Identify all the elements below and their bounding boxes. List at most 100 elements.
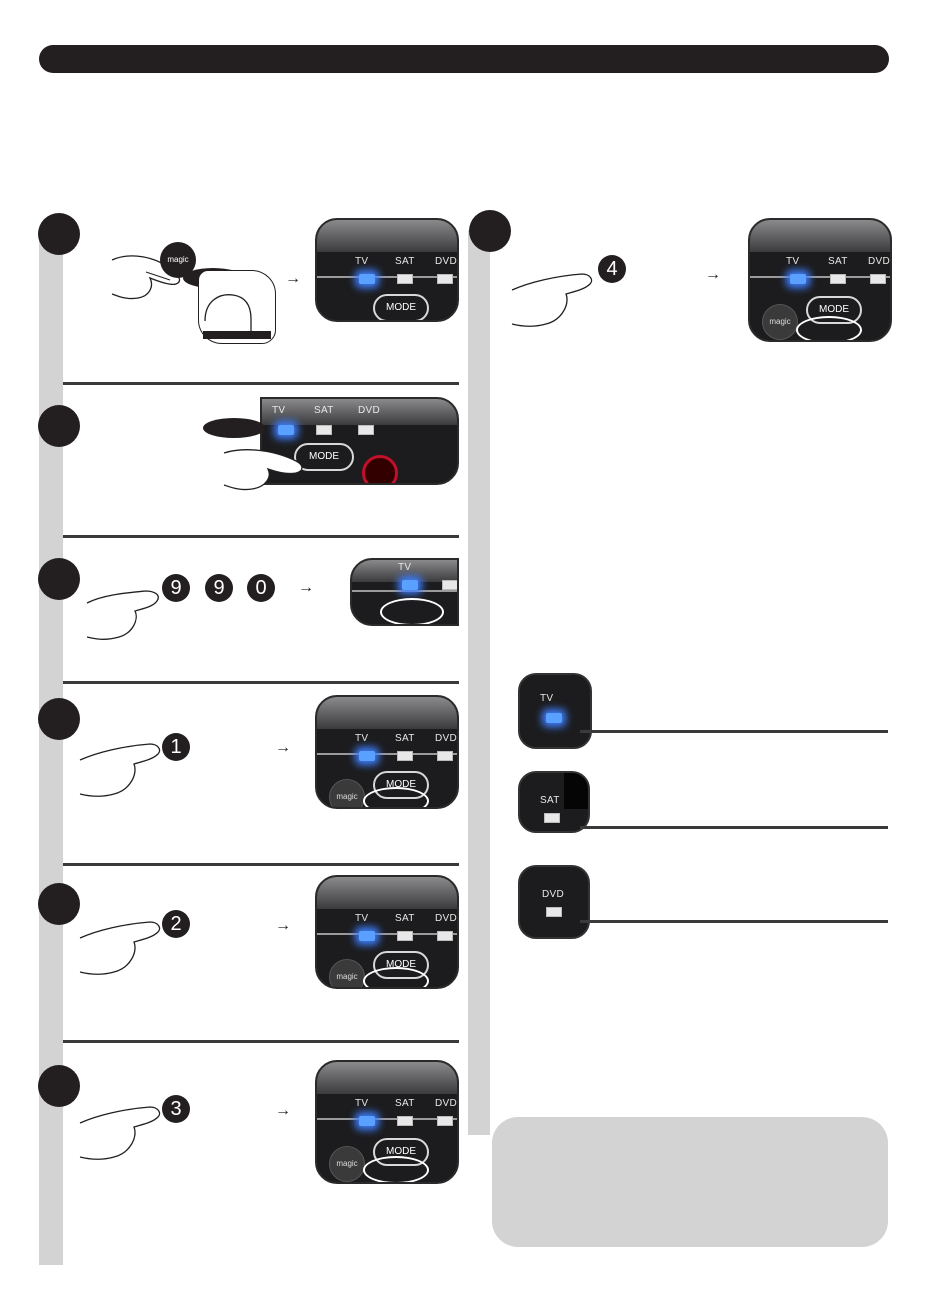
digit-1-key: 1 [162,733,190,761]
blink-highlight-ellipse [363,1156,429,1182]
blink-highlight-ellipse [363,787,429,807]
tv-label: TV [355,1098,369,1109]
dvd-label: DVD [435,913,458,924]
hand-pointing-icon [223,449,303,491]
tv-led [546,713,562,723]
step-marker-3 [38,558,80,600]
magic-button: magic [329,779,365,807]
tv-led [402,580,418,590]
step-marker-1 [38,213,80,255]
dvd-led [437,751,453,761]
magic-label: magic [167,255,189,264]
hand-pointing-icon [79,1106,161,1160]
dvd-label: DVD [435,1098,458,1109]
sat-led-card: SAT [518,771,590,833]
tv-led [278,425,294,435]
digit-2-key: 2 [162,910,190,938]
remote-panel: TV SAT DVD MODE magic [315,695,459,809]
dvd-label: DVD [542,889,565,900]
dvd-card-line [580,920,888,923]
digit-4-key: 4 [598,255,626,283]
step-marker-2 [38,405,80,447]
tv-led-card: TV [518,673,592,749]
sat-led [544,813,560,823]
tv-label: TV [398,562,412,573]
blink-highlight-ellipse [380,598,444,624]
dvd-led [437,1116,453,1126]
dvd-led-card: DVD [518,865,590,939]
mode-button: MODE [373,294,429,320]
tv-led [790,274,806,284]
sat-led [442,580,457,590]
dvd-led [546,907,562,917]
arrow-icon: → [298,579,314,596]
step-marker-4 [38,698,80,740]
arrow-icon: → [285,270,301,287]
battery-compartment-illustration [198,270,276,344]
blink-highlight-ellipse [363,967,429,987]
tv-label: TV [355,733,369,744]
blink-highlight-ellipse [796,316,862,340]
sat-led [316,425,332,435]
arrow-icon: → [275,739,291,756]
hold-badge [203,418,265,438]
magic-button: magic [329,1146,365,1182]
sat-led [397,751,413,761]
dvd-label: DVD [358,405,381,416]
remote-panel: TV SAT DVD MODE magic [748,218,892,342]
step-separator [63,1040,459,1043]
dvd-label: DVD [435,733,458,744]
thumb-press-icon [203,294,271,339]
tv-led [359,274,375,284]
title-bar [39,45,889,73]
digit-3-key: 3 [162,1095,190,1123]
dvd-led [870,274,886,284]
tv-led [359,931,375,941]
step-marker-5 [38,883,80,925]
dvd-label: DVD [435,256,458,267]
dvd-led [358,425,374,435]
digit-9-key: 9 [205,574,233,602]
dvd-label: DVD [868,256,891,267]
sat-label: SAT [395,256,415,267]
step-marker-7 [469,210,511,252]
remote-panel: TV SAT DVD MODE magic [315,1060,459,1184]
sat-label: SAT [828,256,848,267]
tv-label: TV [272,405,286,416]
step-separator [63,535,459,538]
sat-label: SAT [395,1098,415,1109]
dvd-led [437,931,453,941]
sat-label: SAT [540,795,560,806]
step-marker-6 [38,1065,80,1107]
arrow-icon: → [705,266,721,283]
sat-card-line [580,826,888,829]
hand-pointing-icon [511,273,593,327]
tv-card-line [580,730,888,733]
tv-label: TV [786,256,800,267]
arrow-icon: → [275,1102,291,1119]
tv-led [359,751,375,761]
step-separator [63,863,459,866]
power-button-icon [362,455,398,483]
remote-panel: TV SAT DVD MODE magic [315,875,459,989]
magic-button: magic [762,304,798,340]
hand-pointing-icon [86,590,159,640]
right-step-rail [468,230,490,1135]
hand-pointing-icon [79,743,161,797]
mode-button: MODE [294,443,354,471]
left-step-rail [39,230,63,1265]
sat-led [397,274,413,284]
magic-button: magic [329,959,365,987]
note-box [492,1117,888,1247]
tv-led [359,1116,375,1126]
dvd-led [437,274,453,284]
sat-led [397,931,413,941]
sat-led [830,274,846,284]
digit-9-key: 9 [162,574,190,602]
sat-label: SAT [395,733,415,744]
sat-led [397,1116,413,1126]
arrow-icon: → [275,917,291,934]
hand-pointing-icon [79,921,161,975]
step-separator [63,681,459,684]
sat-label: SAT [395,913,415,924]
